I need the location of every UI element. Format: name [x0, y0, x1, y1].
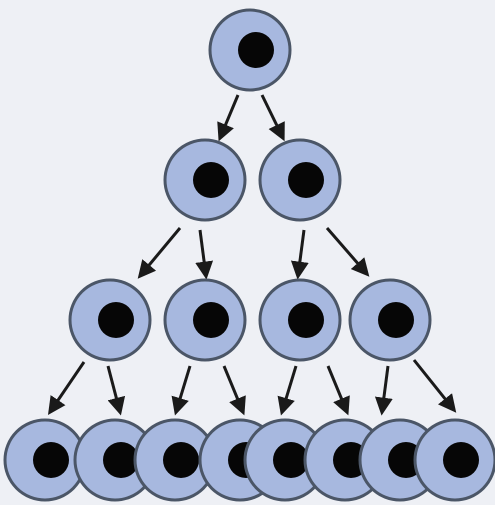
cell-nucleus: [378, 302, 414, 338]
cell-level-1: [165, 140, 245, 220]
cell-nucleus: [238, 32, 274, 68]
cell-level-2: [70, 280, 150, 360]
division-arrow: [414, 360, 454, 410]
cell-nucleus: [163, 442, 199, 478]
division-arrow: [282, 366, 296, 412]
cell-level-0: [210, 10, 290, 90]
cell-nucleus: [98, 302, 134, 338]
cell-level-2: [350, 280, 430, 360]
division-arrow: [220, 95, 238, 138]
arrows-layer: [50, 95, 454, 412]
cell-nucleus: [33, 442, 69, 478]
cell-nucleus: [193, 302, 229, 338]
division-arrow: [140, 228, 180, 276]
division-arrow: [176, 366, 190, 412]
cell-level-3: [415, 420, 495, 500]
cell-nucleus: [193, 162, 229, 198]
division-arrow: [50, 362, 84, 412]
division-arrow: [200, 230, 206, 276]
division-arrow: [298, 230, 304, 276]
cell-nucleus: [443, 442, 479, 478]
division-arrow: [327, 228, 367, 274]
cell-level-1: [260, 140, 340, 220]
cell-level-2: [260, 280, 340, 360]
cell-nucleus: [288, 162, 324, 198]
division-arrow: [262, 95, 283, 138]
division-arrow: [108, 366, 120, 412]
cell-level-3: [5, 420, 85, 500]
division-arrow: [382, 366, 388, 412]
cells-layer: [5, 10, 495, 500]
cell-nucleus: [288, 302, 324, 338]
cell-level-2: [165, 280, 245, 360]
division-arrow: [224, 366, 243, 412]
division-arrow: [328, 366, 347, 412]
